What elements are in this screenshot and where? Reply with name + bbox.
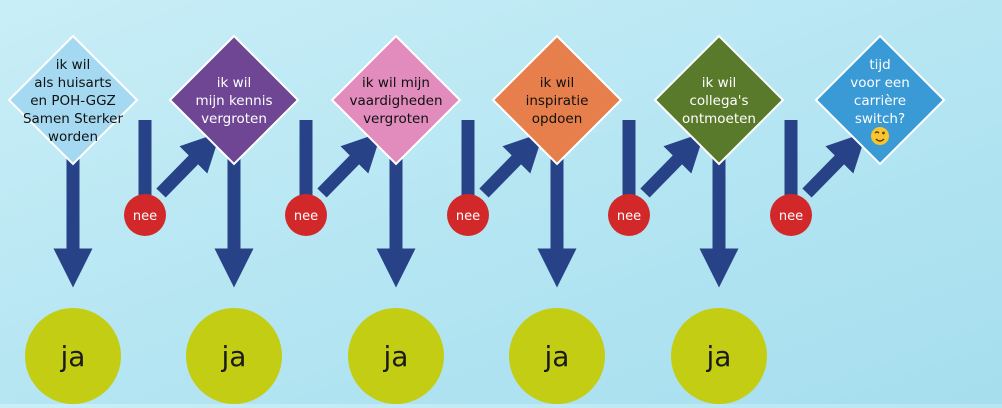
decision-text-line: mijn kennis (195, 93, 272, 109)
decision-text-line: Samen Sterker (23, 111, 124, 127)
decision-text-line: ik wil (217, 75, 251, 91)
nee-circle (124, 194, 166, 236)
nee-arrow (479, 132, 544, 198)
decision-text-line: worden (48, 129, 98, 145)
decision-text-line: vergroten (363, 111, 429, 127)
ja-circle (509, 308, 605, 404)
nee-circle (285, 194, 327, 236)
wink-emoji-icon (871, 127, 889, 145)
ja-circle (186, 308, 282, 404)
decision-diamond (330, 34, 462, 166)
wink-emoji-mouth (875, 138, 885, 142)
ja-label: ja (544, 340, 570, 373)
decision-diamond (7, 34, 139, 166)
decision-text-line: als huisarts (34, 75, 111, 91)
wink-emoji-eye (874, 131, 880, 134)
wink-emoji-eye (882, 131, 885, 135)
nee-label: nee (294, 209, 318, 224)
decision-text-line: ik wil (540, 75, 574, 91)
ja-circle (25, 308, 121, 404)
decision-text-line: ik wil (56, 57, 90, 73)
decision-diamond (168, 34, 300, 166)
nee-arrow (802, 132, 867, 198)
decision-diamond (491, 34, 623, 166)
decision-text-line: ik wil mijn (362, 75, 430, 91)
nee-arrow (640, 132, 705, 198)
ja-circle (348, 308, 444, 404)
nee-label: nee (456, 209, 480, 224)
ja-label: ja (706, 340, 732, 373)
ja-label: ja (221, 340, 247, 373)
decision-text-line: inspiratie (526, 93, 589, 109)
ja-label: ja (383, 340, 409, 373)
nee-circle (770, 194, 812, 236)
decision-text-line: collega's (689, 93, 748, 109)
nee-label: nee (133, 209, 157, 224)
nee-arrow (317, 132, 382, 198)
decision-text-line: tijd (869, 57, 890, 73)
decision-text-line: vaardigheden (349, 93, 442, 109)
decision-diamond (653, 34, 785, 166)
nee-circle (608, 194, 650, 236)
decision-text-line: opdoen (532, 111, 583, 127)
decision-text-line: voor een (850, 75, 910, 91)
nee-arrow (156, 132, 221, 198)
nee-label: nee (617, 209, 641, 224)
decision-text-line: vergroten (201, 111, 267, 127)
nee-label: nee (779, 209, 803, 224)
decision-text-line: switch? (855, 111, 905, 127)
decision-text-line: ontmoeten (682, 111, 756, 127)
ja-circle (671, 308, 767, 404)
decision-text-line: en POH-GGZ (30, 93, 116, 109)
ja-label: ja (60, 340, 86, 373)
decision-text-line: ik wil (702, 75, 736, 91)
decision-text-line: carrière (854, 93, 906, 109)
decision-diamond (814, 34, 946, 166)
nee-circle (447, 194, 489, 236)
